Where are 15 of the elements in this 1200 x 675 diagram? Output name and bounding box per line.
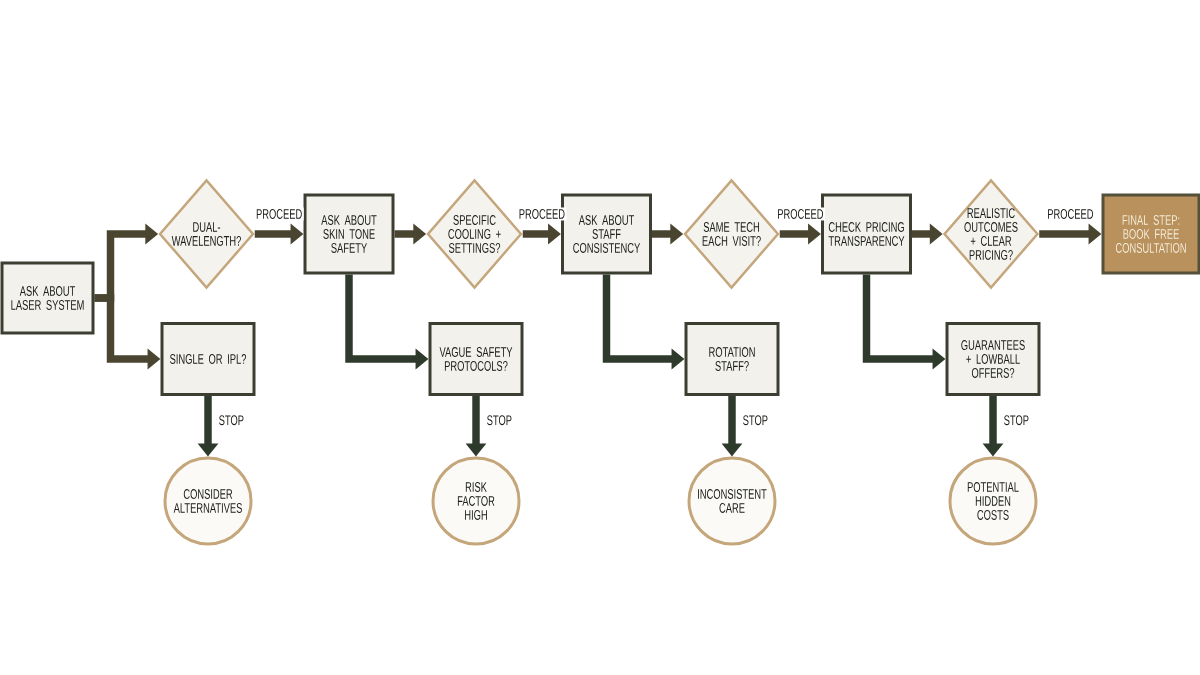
- process-box: SINGLE OR IPL?: [160, 322, 256, 396]
- process-box: ASK ABOUT SKIN TONE SAFETY: [303, 193, 395, 275]
- edge-label: PROCEED: [1045, 207, 1095, 221]
- edge-label: PROCEED: [254, 207, 304, 221]
- process-box: VAGUE SAFETY PROTOCOLS?: [428, 322, 524, 396]
- process-box: ROTATION STAFF?: [684, 322, 780, 396]
- process-box: GUARANTEES + LOWBALL OFFERS?: [945, 322, 1041, 396]
- process-box: FINAL STEP: BOOK FREE CONSULTATION: [1101, 193, 1200, 275]
- edge-label: STOP: [217, 413, 246, 427]
- process-box: ASK ABOUT LASER SYSTEM: [0, 261, 95, 335]
- edge-label: STOP: [485, 413, 514, 427]
- edge-label: STOP: [741, 413, 770, 427]
- edge-label: PROCEED: [775, 207, 825, 221]
- edge-label: PROCEED: [517, 207, 567, 221]
- edge-label: STOP: [1002, 413, 1031, 427]
